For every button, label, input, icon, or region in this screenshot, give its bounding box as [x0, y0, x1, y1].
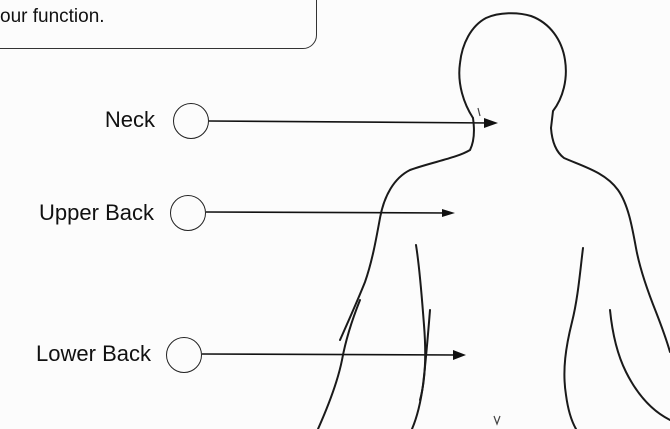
neck-arrow: [209, 118, 498, 128]
upper-back-arrow: [206, 209, 455, 217]
body-outline: [318, 13, 670, 429]
stray-marks: [478, 108, 500, 424]
